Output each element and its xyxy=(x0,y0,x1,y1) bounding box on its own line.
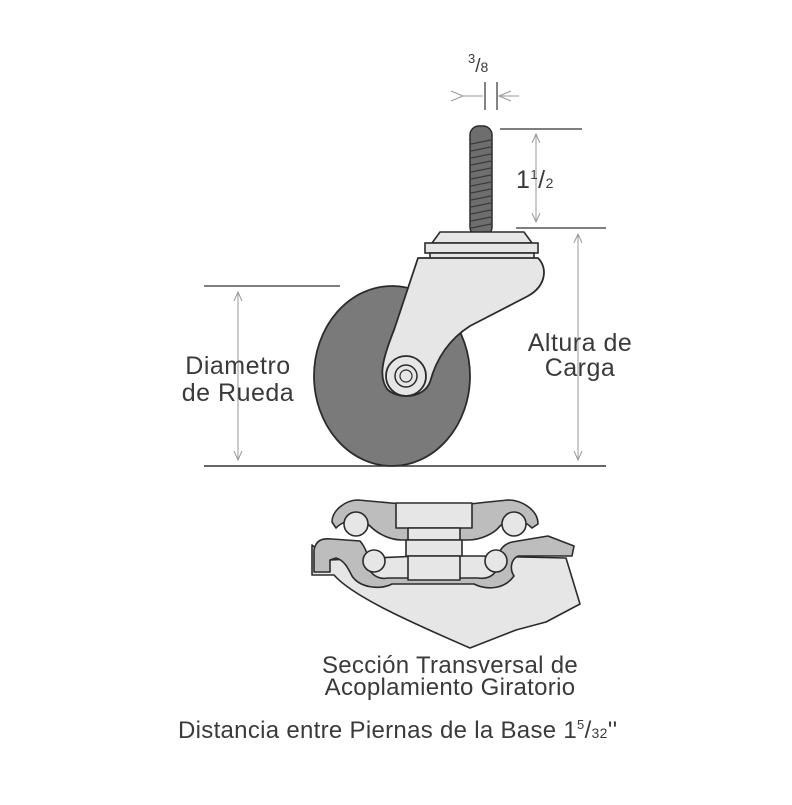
stem-length-numerator: 1 xyxy=(530,167,539,182)
section-caption: Sección Transversal de Acoplamiento Gira… xyxy=(270,654,630,700)
section-caption-line1: Sección Transversal de xyxy=(321,652,579,679)
stem-length-slash: / xyxy=(538,166,546,194)
thread-line xyxy=(470,202,492,208)
caster-fork xyxy=(381,257,545,397)
stem-length-denominator: 2 xyxy=(545,175,554,191)
thread-line xyxy=(470,146,492,152)
wheel-diameter-line1: Diametro xyxy=(185,352,291,380)
swivel-plate xyxy=(424,231,539,262)
threaded-stem xyxy=(469,125,493,237)
section-caption-line2: Acoplamiento Giratorio xyxy=(324,674,576,701)
thread-line xyxy=(470,209,492,215)
swivel-cross-section xyxy=(311,499,581,649)
leg-distance-caption: Distancia entre Piernas de la Base 15/32… xyxy=(178,718,617,743)
load-height-line1: Altura de xyxy=(527,329,633,357)
thread-line xyxy=(470,167,492,173)
leg-distance-text: Distancia entre Piernas de la Base 1 xyxy=(178,717,578,744)
thread-line xyxy=(470,160,492,166)
stem-length-label: 11/2 xyxy=(516,168,554,193)
thread-line xyxy=(470,216,492,222)
thread-line xyxy=(470,181,492,187)
leg-distance-numerator: 5 xyxy=(577,717,585,732)
thread-line xyxy=(470,188,492,194)
wheel-diameter-line2: de Rueda xyxy=(181,379,295,407)
axle xyxy=(385,355,427,397)
leg-distance-unit: '' xyxy=(607,717,618,744)
load-height-label: Altura de Carga xyxy=(514,331,646,381)
wheel-diameter-dimension xyxy=(204,285,340,460)
stem-width-label: 3/8 xyxy=(468,52,488,76)
load-height-line2: Carga xyxy=(544,354,616,382)
leg-distance-denominator: 32 xyxy=(591,725,608,741)
wheel-diameter-label: Diametro de Rueda xyxy=(168,354,308,406)
stem-length-whole: 1 xyxy=(516,166,531,194)
stem-width-slash: / xyxy=(475,56,481,77)
thread-line xyxy=(470,153,492,159)
stem-width-denominator: 8 xyxy=(480,59,489,75)
arrow-right-icon xyxy=(450,90,465,102)
stem-length-dimension xyxy=(500,128,606,229)
thread-line xyxy=(470,174,492,180)
stem-width-dimension xyxy=(450,82,519,110)
thread-line xyxy=(470,195,492,201)
thread-line xyxy=(470,139,492,145)
thread-line xyxy=(470,223,492,229)
stem-width-numerator: 3 xyxy=(468,51,476,66)
leg-distance-slash: / xyxy=(584,717,592,744)
